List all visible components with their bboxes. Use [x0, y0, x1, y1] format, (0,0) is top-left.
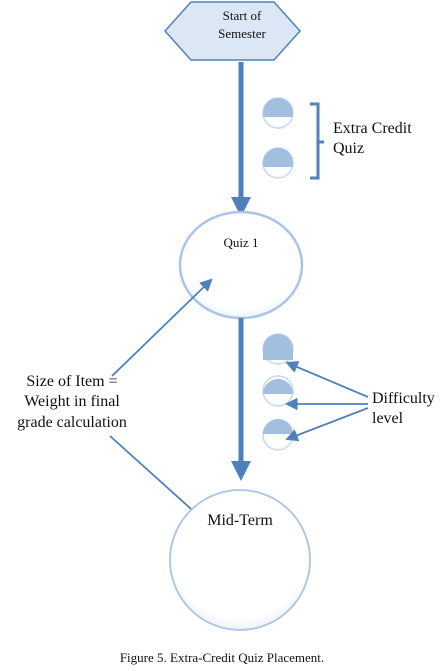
figure-caption: Figure 5. Extra-Credit Quiz Placement.	[120, 650, 324, 665]
quiz-difficulty-icon-high	[262, 333, 294, 365]
svg-text:Quiz: Quiz	[333, 140, 364, 157]
svg-text:Quiz 1: Quiz 1	[223, 235, 258, 250]
start-label-line-2: Semester	[218, 26, 266, 41]
svg-text:Size of Item =: Size of Item =	[26, 373, 117, 390]
difficulty-label-line-1: Difficulty	[372, 390, 435, 407]
difficulty-label-line-2: level	[372, 410, 404, 427]
svg-text:Difficulty: Difficulty	[372, 390, 435, 407]
quiz1-node: Quiz 1	[178, 210, 304, 320]
difficulty-arrow-low	[285, 407, 369, 442]
midterm-node: Mid-Term	[169, 489, 311, 631]
size-label-line-2: Weight in final	[24, 393, 120, 410]
svg-text:grade calculation: grade calculation	[17, 414, 127, 431]
svg-text:Start of: Start of	[223, 8, 262, 23]
extra-credit-label-line-1: Extra Credit	[333, 120, 412, 137]
svg-text:level: level	[372, 410, 404, 427]
size-label-line-3: grade calculation	[17, 414, 127, 431]
extra-credit-label-line-2: Quiz	[333, 140, 364, 157]
svg-text:Weight in final: Weight in final	[24, 393, 120, 410]
svg-text:Extra Credit: Extra Credit	[333, 120, 412, 137]
svg-text:Figure 5. Extra-Credit Quiz Pl: Figure 5. Extra-Credit Quiz Placement.	[120, 650, 324, 665]
quiz1-label: Quiz 1	[223, 235, 258, 250]
difficulty-arrow-high	[285, 361, 369, 398]
extra-credit-quiz-icon-1	[262, 97, 294, 129]
start-of-semester-node: Start of Semester	[163, 1, 302, 61]
midterm-label: Mid-Term	[207, 512, 273, 529]
size-label-line-1: Size of Item =	[26, 373, 117, 390]
extra-credit-quiz-icon-2	[262, 147, 294, 179]
start-label-line-1: Start of	[223, 8, 262, 23]
extra-credit-bracket	[310, 102, 324, 180]
quiz-difficulty-icon-low	[262, 419, 294, 451]
size-arrow-to-quiz1	[111, 278, 213, 377]
svg-text:Semester: Semester	[218, 26, 266, 41]
quiz-difficulty-icon-medium	[262, 375, 294, 407]
svg-text:Mid-Term: Mid-Term	[207, 512, 273, 529]
